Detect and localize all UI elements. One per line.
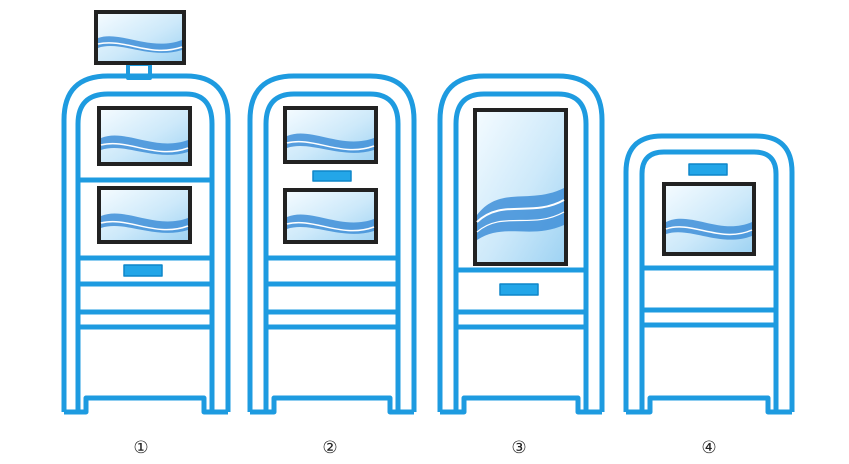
kiosk-1-card-slot <box>123 264 163 277</box>
kiosk-3-vertical-screen <box>473 108 568 266</box>
kiosk-4 <box>623 133 795 415</box>
kiosk-2-card-slot <box>312 170 352 182</box>
kiosk-1-label: ① <box>133 438 149 458</box>
kiosk-1-top-monitor <box>94 10 186 80</box>
kiosk-2 <box>247 73 417 415</box>
kiosk-1-upper-screen <box>97 106 192 166</box>
kiosk-2-upper-screen <box>283 106 378 164</box>
kiosk-1-lower-screen <box>97 186 192 244</box>
kiosk-1 <box>61 10 231 415</box>
kiosk-3 <box>437 73 605 415</box>
kiosk-3-label: ③ <box>511 438 527 458</box>
kiosk-2-lower-screen <box>283 188 378 244</box>
kiosk-2-label: ② <box>322 438 338 458</box>
kiosk-4-label: ④ <box>701 438 717 458</box>
kiosk-3-card-slot <box>499 283 539 296</box>
kiosk-4-screen <box>662 182 756 256</box>
kiosk-4-card-slot <box>688 163 728 176</box>
